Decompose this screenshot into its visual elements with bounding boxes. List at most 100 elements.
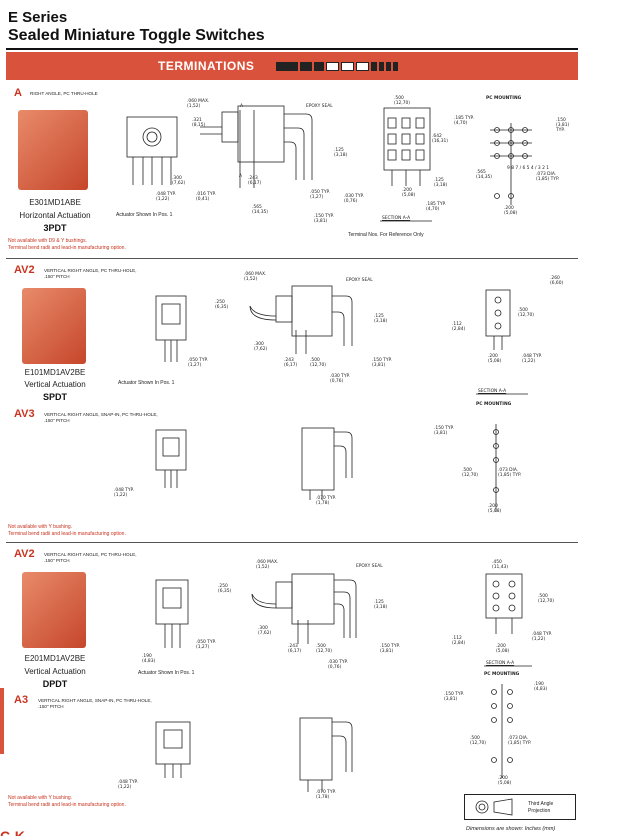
section-a-note-1: Not available with D9 & Y bushings. [8,238,88,244]
dim-a3-pc073: .073 DIA. (1,85) TYP. [508,736,532,746]
section-av3-note-2: Terminal bend radii and lead-in manufact… [8,531,126,537]
section-av2-code: AV2 [14,264,35,276]
dim-av2b-050: .050 TYP. (1,27) [196,640,216,650]
dim-av2-050: .050 TYP. (1,27) [188,358,208,368]
section-a3-note-2: Terminal bend radii and lead-in manufact… [8,802,126,808]
dim-av2b-200: .200 (5,08) [496,644,510,654]
dim-a-pc200: .200 (5,08) [504,206,518,216]
dim-a3-pc200: .200 (5,08) [498,776,512,786]
dim-av3-048: .048 TYP. (1,22) [114,488,134,498]
banner-title: TERMINATIONS [158,59,255,73]
dim-a-500: .500 (12,70) [394,96,410,106]
dim-av2b-epoxy: EPOXY SEAL [356,564,383,569]
dim-av3-pc200: .200 (5,08) [488,504,502,514]
dim-a3-048: .048 TYP. (1,22) [118,780,138,790]
dim-av2b-048: .048 TYP. (1,22) [532,632,552,642]
dim-av3-pc150: .150 TYP. (3,81) [434,426,454,436]
dim-av2b-060: .060 MAX. (1,52) [256,560,279,570]
dim-av2b-300: .300 (7,62) [258,626,272,636]
series-title: E Series [8,9,68,26]
dim-a-300: .300 (7,62) [172,176,186,186]
dim-av2-epoxy: EPOXY SEAL [346,278,373,283]
section-av2-section-label: SECTION A-A [478,389,507,394]
dim-a-565b: .565 (14,35) [476,170,492,180]
section-av2b-part-number: E201MD1AV2BE [24,654,86,663]
third-angle-projection-box [464,794,576,820]
dim-av2-048: .048 TYP. (1,22) [522,354,542,364]
dim-a3-070: .070 TYP. (1,78) [316,790,336,800]
header-rule [6,48,578,50]
dim-av2b-190: .190 (4,83) [142,654,156,664]
section-a3-note-1: Not available with Y bushing. [8,795,73,801]
section-av3-note-1: Not available with Y bushing. [8,524,73,530]
brand-mark: C-K [0,828,25,836]
dim-av2-112: .112 (2,84) [452,322,466,332]
section-av2b-section-label: SECTION A-A [486,661,515,666]
dim-a-060: .060 MAX. (1,52) [187,99,210,109]
dim-a-030: .030 TYP. (0,76) [344,194,364,204]
section-av2b-product-photo [22,572,86,648]
section-av3-code: AV3 [14,408,35,420]
section-a-note-2: Terminal bend radii and lead-in manufact… [8,245,126,251]
dim-a-125b: .125 (3,18) [434,178,448,188]
dim-av2b-030: .030 TYP. (0,76) [328,660,348,670]
dim-a-pc150: .150 (3,81) TYP. [556,118,570,133]
dim-a-200: .200 (5,08) [402,188,416,198]
dim-a3-pc500: .500 (12,70) [470,736,486,746]
dim-a3-pc150: .150 TYP. (3,81) [444,692,464,702]
dim-a-050: .050 TYP. (1,27) [310,190,330,200]
dim-av2-500: .500 (12,70) [310,358,326,368]
section-a3-desc: VERTICAL RIGHT ANGLE, SNAP-IN, PC THRU-H… [38,698,152,709]
dim-av3-pc073: .073 DIA. (1,85) TYP. [498,468,522,478]
section-av2-product-photo [22,288,86,364]
section-a-actuation: Horizontal Actuation [19,211,91,220]
dim-av2b-250: .250 (6,35) [218,584,232,594]
dim-av2-060: .060 MAX. (1,52) [244,272,267,282]
dim-av2b-112: .112 (2,84) [452,636,466,646]
dim-av2-250: .250 (6,35) [215,300,229,310]
dim-av2b-500b: .500 (12,70) [538,594,554,604]
section-av2-desc: VERTICAL RIGHT ANGLE, PC THRU-HOLE, .150… [44,268,137,279]
dim-av2b-450: .450 (11,43) [492,560,508,570]
section-av2b-desc: VERTICAL RIGHT ANGLE, PC THRU-HOLE, .150… [44,552,137,563]
dim-a-048: .048 TYP. (1,22) [156,192,176,202]
dim-a-pc073: .073 DIA. (1,85) TYP. [536,172,560,182]
dim-a-pa2: A [239,174,243,179]
dim-av2-300: .300 (7,62) [254,342,268,352]
dim-av2b-150: .150 TYP. (3,81) [380,644,400,654]
dim-av2b-500: .500 (12,70) [316,644,332,654]
section-av2b-poles: DPDT [42,679,68,689]
section-av2-caption: Actuator Shown In Pos. 1 [118,380,175,386]
separator-1 [6,258,578,259]
section-a-pcb-label: PC MOUNTING [486,96,522,101]
dim-a-150: .150 TYP. (3,81) [314,214,334,224]
dim-av2-500b: .500 (12,70) [518,308,534,318]
section-a-caption: Actuator Shown In Pos. 1 [116,212,173,218]
pcb-a-nums: 9 8 7 / 6 5 4 / 3 2 1 [507,166,550,171]
dim-av3-pc500: .500 (12,70) [462,468,478,478]
dim-a-pa: A [240,104,244,109]
dim-av2-125: .125 (3,18) [374,314,388,324]
dim-a-185b: .185 TYP. (4,70) [426,202,446,212]
dim-a-125: .125 (3,18) [334,148,348,158]
section-a-part-number: E301MD1ABE [29,198,81,207]
side-accent-band [0,688,4,754]
dim-av2-200: .200 (5,08) [488,354,502,364]
section-av3-pcb-label: PC MOUNTING [476,402,512,407]
dim-a3-pc190: .190 (4,83) [534,682,548,692]
section-av2-poles: SPDT [42,392,67,402]
section-a-poles: 3PDT [43,223,67,233]
dim-a-321: .321 (8,15) [192,118,206,128]
section-av2-actuation: Vertical Actuation [24,380,86,389]
dim-av2b-125: .125 (3,18) [374,600,388,610]
dimensions-note: Dimensions are shown: Inches (mm) [466,826,556,832]
page-title: Sealed Miniature Toggle Switches [8,27,265,44]
dim-a-642: .642 (16,31) [432,134,448,144]
section-a-section-label: SECTION A-A [382,216,411,221]
dim-a-epoxy: EPOXY SEAL [306,104,333,109]
